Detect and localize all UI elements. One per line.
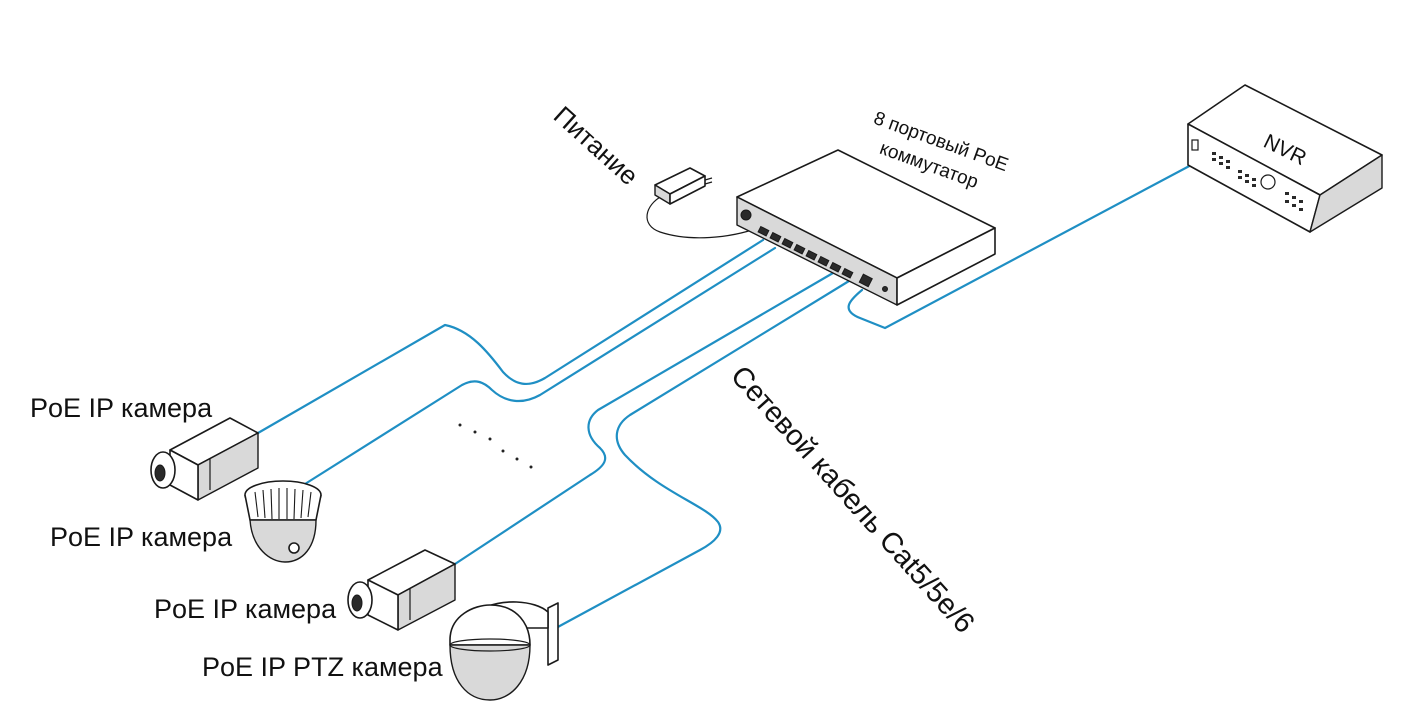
camera-2-label: PoE IP камера xyxy=(50,522,233,552)
power-cord xyxy=(646,195,759,239)
ptz-camera-icon xyxy=(449,601,559,701)
cable-to-camera-1 xyxy=(256,238,765,435)
box-camera-icon-1 xyxy=(150,417,259,501)
cable-switch-to-nvr xyxy=(847,161,1197,330)
poe-switch-icon xyxy=(736,149,996,306)
power-adapter-icon xyxy=(654,167,713,205)
cable-to-ptz-camera xyxy=(554,279,851,630)
ptz-camera-label: PoE IP PTZ камера xyxy=(202,652,443,682)
cables xyxy=(256,161,1197,630)
cable-to-camera-2 xyxy=(303,246,777,486)
camera-1-label: PoE IP камера xyxy=(30,393,213,423)
camera-3-label: PoE IP камера xyxy=(154,594,337,624)
dome-camera-icon xyxy=(244,480,322,563)
box-camera-icon-3 xyxy=(347,549,456,631)
ellipsis-dots xyxy=(458,423,533,469)
cable-to-camera-3 xyxy=(453,271,835,566)
switch-ports xyxy=(757,225,873,288)
nvr-icon xyxy=(1187,84,1383,233)
